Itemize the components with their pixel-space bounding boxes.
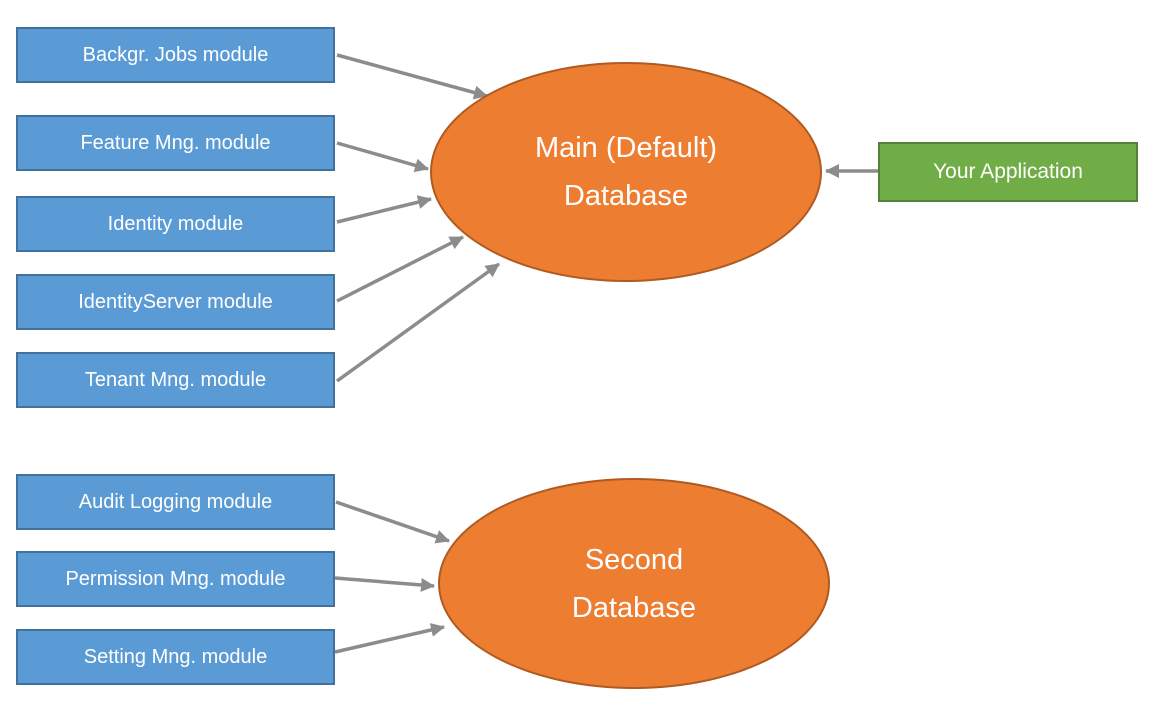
- module-box-tenant-management: Tenant Mng. module: [16, 352, 335, 408]
- arrow-permission-mng-to-second-db: [334, 576, 435, 592]
- arrow-backgr-jobs-to-main-db: [336, 53, 488, 100]
- module-box-identityserver: IdentityServer module: [16, 274, 335, 330]
- database-label-line2: Database: [563, 180, 689, 212]
- module-label: Feature Mng. module: [80, 131, 271, 154]
- module-label: Identity module: [107, 212, 244, 235]
- module-box-identity: Identity module: [16, 196, 335, 252]
- database-label-line1: Second: [584, 543, 684, 576]
- module-box-setting-management: Setting Mng. module: [16, 629, 335, 685]
- module-label: Setting Mng. module: [83, 645, 268, 668]
- database-label-line1: Main (Default): [534, 132, 718, 164]
- arrow-tenant-mng-to-main-db: [335, 262, 501, 383]
- arrow-identity-to-main-db: [336, 195, 432, 224]
- module-label: Backgr. Jobs module: [82, 43, 269, 66]
- arrow-feature-mng-to-main-db: [336, 141, 429, 173]
- module-box-audit-logging: Audit Logging module: [16, 474, 335, 530]
- your-application-box: Your Application: [878, 142, 1138, 202]
- application-label: Your Application: [933, 160, 1083, 183]
- module-label: Tenant Mng. module: [84, 368, 267, 391]
- module-box-background-jobs: Backgr. Jobs module: [16, 27, 335, 83]
- second-database-ellipse: Second Database: [438, 478, 830, 689]
- module-label: Audit Logging module: [78, 490, 273, 513]
- database-label-line2: Database: [571, 591, 697, 624]
- module-box-feature-management: Feature Mng. module: [16, 115, 335, 171]
- module-label: Permission Mng. module: [65, 567, 286, 590]
- arrow-audit-logging-to-second-db: [335, 500, 450, 544]
- module-label: IdentityServer module: [78, 290, 273, 313]
- arrow-setting-mng-to-second-db: [334, 623, 445, 654]
- module-box-permission-management: Permission Mng. module: [16, 551, 335, 607]
- arrow-identityserver-to-main-db: [336, 235, 464, 303]
- main-database-ellipse: Main (Default) Database: [430, 62, 822, 282]
